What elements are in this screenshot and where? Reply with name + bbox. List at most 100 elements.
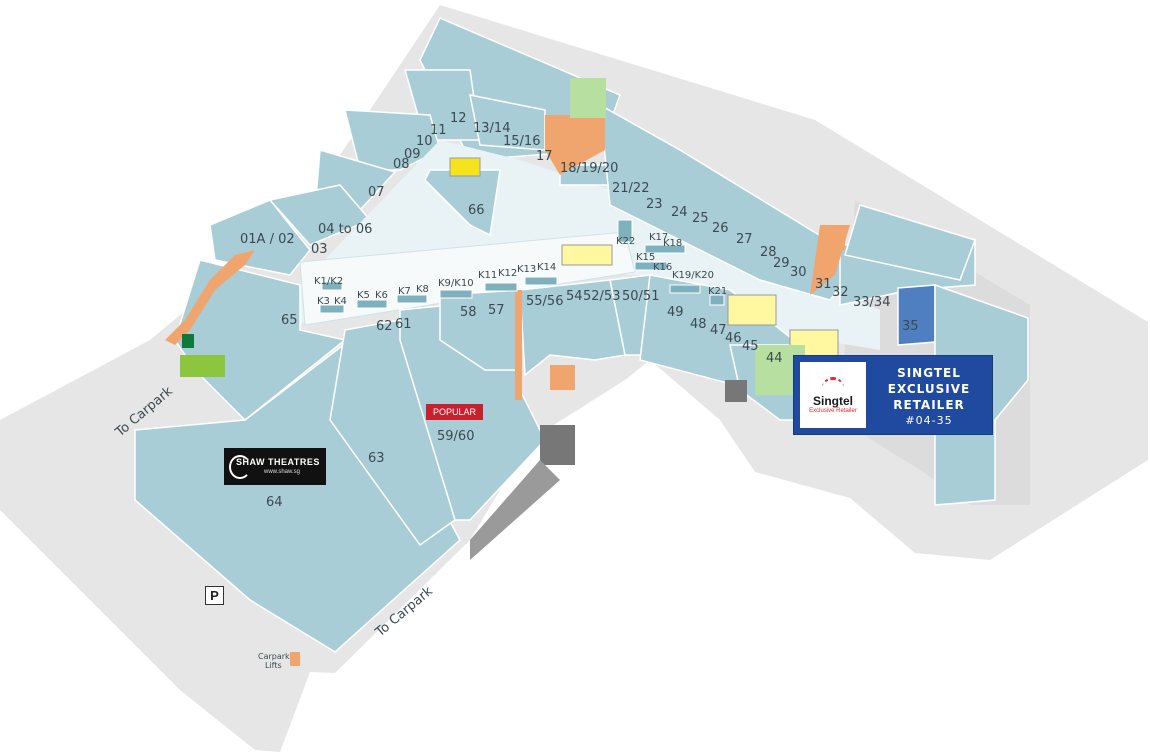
unit-labels: 01A / 02 03 04 to 06 07 08 09 10 11 12 1… — [240, 111, 919, 510]
singtel-text: SINGTEL EXCLUSIVE RETAILER #04-35 — [872, 365, 986, 428]
label-24: 24 — [671, 205, 688, 220]
label-17: 17 — [536, 149, 553, 164]
singtel-callout[interactable]: Singtel Exclusive Retailer SINGTEL EXCLU… — [793, 355, 993, 435]
label-47: 47 — [710, 323, 727, 338]
label-k8: K8 — [416, 284, 429, 295]
singtel-dots-icon — [822, 376, 844, 392]
unit-08-11 — [344, 109, 441, 171]
singtel-unit: #04-35 — [905, 414, 953, 427]
label-28: 28 — [760, 245, 777, 260]
label-09: 09 — [404, 147, 421, 162]
label-k16: K16 — [653, 262, 672, 273]
label-k21: K21 — [708, 286, 727, 297]
label-57: 57 — [488, 303, 505, 318]
parking-sign: P — [205, 586, 224, 605]
label-52: 52/53 — [583, 289, 620, 304]
link-orange-south — [515, 290, 522, 400]
label-27: 27 — [736, 232, 753, 247]
label-15: 15/16 — [503, 134, 540, 149]
carpark-lifts-label-2: Lifts — [265, 661, 282, 670]
label-k15: K15 — [636, 252, 655, 263]
label-k1: K1/K2 — [314, 276, 343, 287]
label-k22: K22 — [616, 236, 635, 247]
shaw-theatres-logo[interactable]: SHAW THEATRES www.shaw.sg — [224, 448, 326, 485]
label-k4: K4 — [334, 296, 347, 307]
label-12: 12 — [450, 111, 467, 126]
label-64: 64 — [266, 495, 283, 510]
label-33: 33/34 — [853, 295, 890, 310]
singtel-line1: SINGTEL — [897, 366, 961, 380]
label-66: 66 — [468, 203, 485, 218]
kiosks — [319, 219, 725, 314]
unit-east-row — [599, 103, 862, 301]
label-03: 03 — [311, 242, 328, 257]
label-08: 08 — [393, 157, 410, 172]
label-k5: K5 — [357, 290, 370, 301]
label-59: 59/60 — [437, 429, 474, 444]
label-k6: K6 — [375, 290, 388, 301]
label-k7: K7 — [398, 286, 411, 297]
label-10: 10 — [416, 134, 433, 149]
label-07: 07 — [368, 185, 385, 200]
label-54: 54 — [566, 289, 583, 304]
label-55: 55/56 — [526, 294, 563, 309]
label-62: 62 — [376, 319, 393, 334]
unit-north-annex — [844, 204, 976, 281]
singtel-line2: EXCLUSIVE — [887, 382, 971, 396]
label-61: 61 — [395, 317, 412, 332]
label-k18: K18 — [663, 238, 682, 249]
shaw-web: www.shaw.sg — [264, 469, 301, 475]
label-32: 32 — [832, 285, 849, 300]
carpark-lifts-label-1: Carpark — [258, 652, 290, 661]
label-45: 45 — [742, 339, 759, 354]
link-orange-north — [545, 115, 605, 175]
shaw-name: SHAW THEATRES — [236, 457, 320, 467]
singtel-logo: Singtel Exclusive Retailer — [800, 362, 866, 428]
carpark-lifts-icon — [290, 652, 300, 666]
kiosk-labels: K1/K2 K3 K4 K5 K6 K7 K8 K9/K10 K11 K12 K… — [314, 232, 727, 307]
label-11: 11 — [430, 123, 447, 138]
unit-65 — [174, 259, 347, 422]
singtel-logo-sub: Exclusive Retailer — [809, 407, 857, 414]
label-k19: K19/K20 — [672, 270, 714, 281]
label-35: 35 — [902, 319, 919, 334]
label-k17: K17 — [649, 232, 668, 243]
label-k9: K9/K10 — [438, 278, 474, 289]
label-18: 18/19/20 — [560, 161, 618, 176]
label-13: 13/14 — [473, 121, 510, 136]
label-31: 31 — [815, 277, 832, 292]
label-46: 46 — [725, 331, 742, 346]
label-23: 23 — [646, 197, 663, 212]
label-58: 58 — [460, 305, 477, 320]
unit-63 — [329, 319, 456, 547]
label-k3: K3 — [317, 296, 330, 307]
label-48: 48 — [690, 317, 707, 332]
label-k11: K11 — [478, 270, 497, 281]
label-k12: K12 — [498, 268, 517, 279]
unit-66 — [424, 169, 501, 237]
service-block-east — [725, 380, 747, 402]
link-orange-west — [165, 250, 255, 345]
label-26: 26 — [712, 221, 729, 236]
label-44: 44 — [766, 351, 783, 366]
label-65: 65 — [281, 313, 298, 328]
label-21: 21/22 — [612, 181, 649, 196]
label-k13: K13 — [517, 264, 536, 275]
label-49: 49 — [667, 305, 684, 320]
label-25: 25 — [692, 211, 709, 226]
popular-logo[interactable]: POPULAR — [426, 404, 483, 420]
label-30: 30 — [790, 265, 807, 280]
car-link-wall — [470, 460, 560, 560]
label-63: 63 — [368, 451, 385, 466]
unit-35-highlight — [897, 284, 936, 346]
service-block-south — [540, 425, 575, 465]
label-29: 29 — [773, 256, 790, 271]
label-04: 04 to 06 — [318, 222, 372, 237]
label-50: 50/51 — [622, 289, 659, 304]
singtel-logo-name: Singtel — [812, 393, 853, 408]
shaw-swirl-icon — [229, 455, 251, 479]
singtel-line3: RETAILER — [893, 398, 965, 412]
label-01a-02: 01A / 02 — [240, 232, 295, 247]
label-k14: K14 — [537, 262, 556, 273]
